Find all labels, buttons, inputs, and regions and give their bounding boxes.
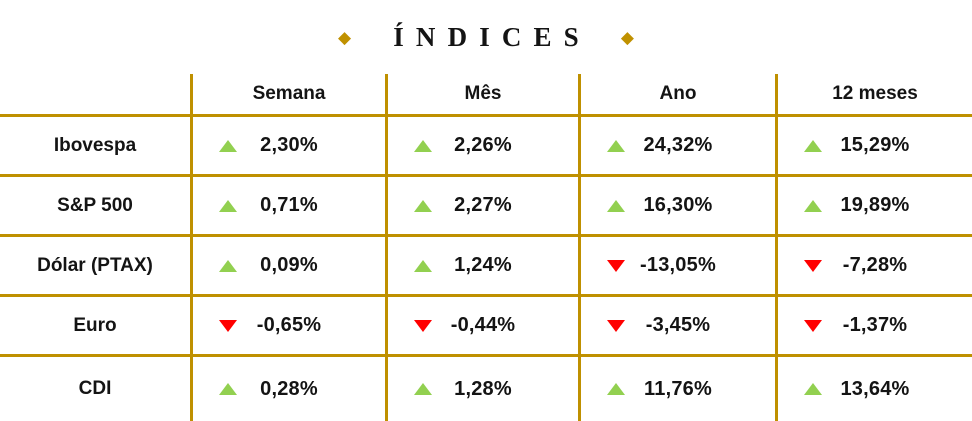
percent-value: 2,27% — [454, 194, 512, 216]
percent-value: 0,28% — [260, 377, 318, 400]
percent-value: 13,64% — [840, 377, 910, 400]
trend-arrow-icon — [219, 319, 237, 332]
trend-arrow-icon — [219, 259, 237, 272]
trend-arrow-icon — [804, 319, 822, 332]
percent-value: 2,26% — [454, 134, 512, 156]
percent-value: 16,30% — [643, 194, 713, 216]
value-cell: -13,05% — [578, 237, 775, 297]
trend-arrow-icon — [414, 199, 432, 212]
value-cell: 2,27% — [385, 177, 578, 237]
value-cell: -0,44% — [385, 297, 578, 357]
value-cell: 2,30% — [190, 117, 385, 177]
indices-table: Semana Mês Ano 12 meses Ibovespa 2,30% 2… — [0, 74, 972, 421]
trend-arrow-icon — [414, 383, 432, 395]
row-label-dolar-ptax: Dólar (PTAX) — [0, 237, 190, 297]
value-cell: -3,45% — [578, 297, 775, 357]
percent-value: 1,24% — [454, 254, 512, 276]
row-label-sp500: S&P 500 — [0, 177, 190, 237]
title-text: ÍNDICES — [393, 21, 591, 52]
value-cell: -1,37% — [775, 297, 972, 357]
percent-value: -1,37% — [842, 314, 908, 336]
trend-arrow-icon — [607, 199, 625, 212]
percent-value: 2,30% — [260, 134, 318, 156]
column-header-semana: Semana — [190, 74, 385, 117]
percent-value: -0,44% — [450, 314, 516, 336]
value-cell: 2,26% — [385, 117, 578, 177]
percent-value: -7,28% — [842, 254, 908, 276]
column-header-ano: Ano — [578, 74, 775, 117]
value-cell: 1,28% — [385, 357, 578, 421]
row-label-ibovespa: Ibovespa — [0, 117, 190, 177]
trend-arrow-icon — [414, 139, 432, 152]
trend-arrow-icon — [607, 139, 625, 152]
value-cell: 0,71% — [190, 177, 385, 237]
value-cell: 15,29% — [775, 117, 972, 177]
trend-arrow-icon — [414, 319, 432, 332]
value-cell: 24,32% — [578, 117, 775, 177]
trend-arrow-icon — [219, 199, 237, 212]
value-cell: 1,24% — [385, 237, 578, 297]
trend-arrow-icon — [219, 383, 237, 395]
value-cell: 19,89% — [775, 177, 972, 237]
percent-value: -3,45% — [645, 314, 711, 336]
trend-arrow-icon — [804, 139, 822, 152]
page-title: ◆ ÍNDICES ◆ — [0, 0, 972, 74]
percent-value: 19,89% — [840, 194, 910, 216]
column-header-12meses: 12 meses — [775, 74, 972, 117]
trend-arrow-icon — [414, 259, 432, 272]
percent-value: 24,32% — [643, 134, 713, 156]
value-cell: 13,64% — [775, 357, 972, 421]
row-label-euro: Euro — [0, 297, 190, 357]
header-corner-cell — [0, 74, 190, 117]
percent-value: 11,76% — [644, 377, 712, 400]
trend-arrow-icon — [607, 383, 625, 395]
trend-arrow-icon — [607, 319, 625, 332]
row-label-cdi: CDI — [78, 378, 112, 399]
trend-arrow-icon — [804, 259, 822, 272]
value-cell: 0,09% — [190, 237, 385, 297]
trend-arrow-icon — [219, 139, 237, 152]
value-cell: 0,28% — [190, 357, 385, 421]
value-cell: -0,65% — [190, 297, 385, 357]
value-cell: 16,30% — [578, 177, 775, 237]
percent-value: -13,05% — [640, 254, 716, 276]
percent-value: 0,09% — [260, 254, 318, 276]
percent-value: 15,29% — [840, 134, 910, 156]
value-cell: -7,28% — [775, 237, 972, 297]
trend-arrow-icon — [804, 383, 822, 395]
percent-value: -0,65% — [256, 314, 322, 336]
trend-arrow-icon — [804, 199, 822, 212]
percent-value: 1,28% — [454, 377, 512, 400]
diamond-icon: ◆ — [620, 27, 634, 47]
trend-arrow-icon — [607, 259, 625, 272]
value-cell: 11,76% — [578, 357, 775, 421]
percent-value: 0,71% — [260, 194, 318, 216]
diamond-icon: ◆ — [338, 27, 352, 47]
column-header-mes: Mês — [385, 74, 578, 117]
